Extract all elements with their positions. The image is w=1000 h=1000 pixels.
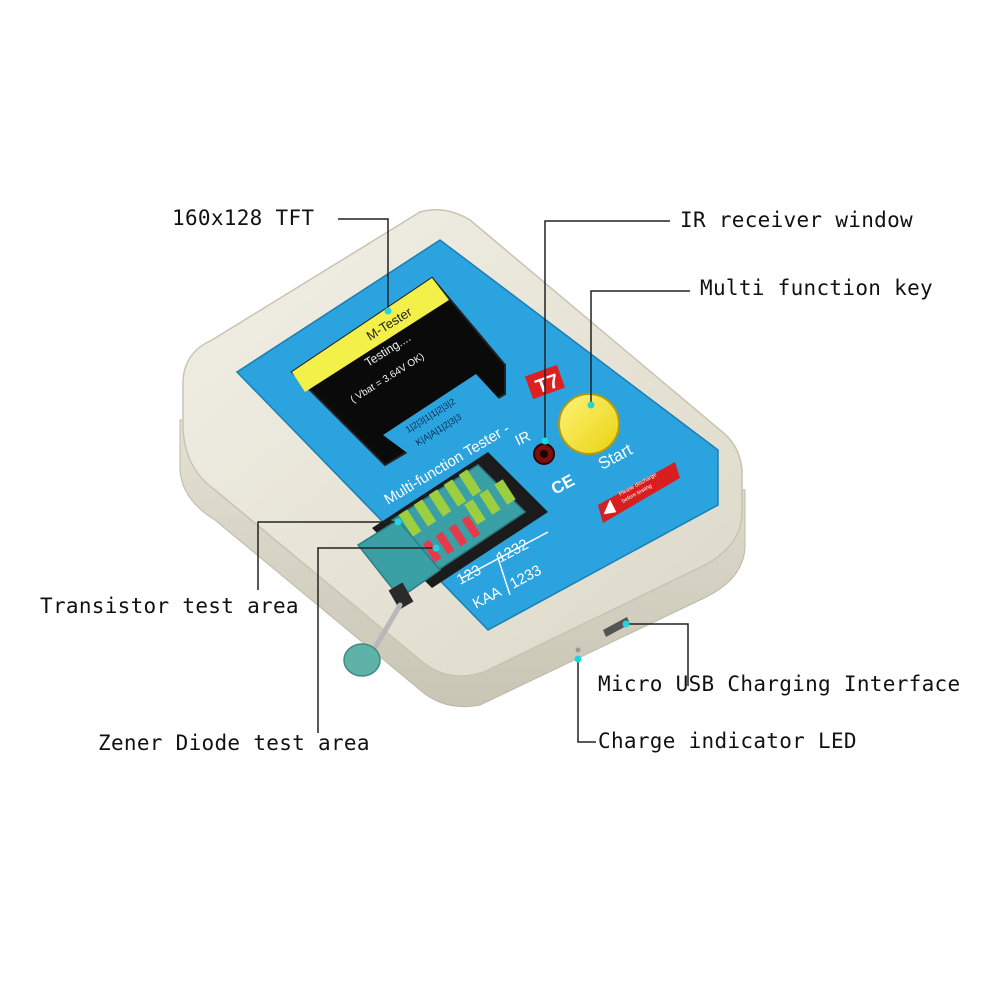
- screen-pin-box: [383, 374, 500, 455]
- multi-function-key[interactable]: [558, 393, 620, 455]
- dot-tft: [384, 307, 392, 315]
- screen-title-bar: [292, 278, 449, 392]
- leader-line-transistor: [257, 521, 397, 590]
- leader-line-key: [590, 290, 690, 404]
- leader-line-ir: [544, 220, 670, 440]
- dot-zener: [432, 544, 440, 552]
- zener-socket-pins: [422, 515, 481, 563]
- transistor-socket-pins: [398, 469, 516, 537]
- callout-transistor-test-area: Transistor test area: [40, 594, 299, 618]
- leader-line-led: [577, 659, 596, 743]
- callout-zener-diode-test-area: Zener Diode test area: [98, 731, 370, 755]
- leader-line-usb: [626, 623, 689, 686]
- callout-ir-receiver: IR receiver window: [680, 208, 913, 232]
- dot-led: [574, 655, 582, 663]
- dot-key: [587, 401, 595, 409]
- warning-icon: [603, 499, 617, 515]
- pin-label-divider-v: [496, 554, 511, 596]
- zif-lever[interactable]: [343, 602, 403, 677]
- dot-ir: [541, 437, 549, 445]
- callout-dots: [384, 307, 630, 663]
- dot-usb: [622, 620, 630, 628]
- callout-charge-led: Charge indicator LED: [598, 729, 857, 753]
- callout-multi-function-key: Multi function key: [700, 276, 933, 300]
- screen-progress-bar: [397, 436, 441, 465]
- leader-line-zener: [317, 547, 435, 733]
- dot-transistor: [394, 518, 402, 526]
- ir-receiver-window: [533, 443, 555, 465]
- charge-indicator-led: [575, 647, 581, 653]
- leader-lines: [257, 218, 690, 743]
- zif-socket[interactable]: [356, 452, 548, 610]
- leader-line-tft: [338, 218, 389, 310]
- socket-lever-base: [356, 519, 442, 600]
- callout-tft: 160x128 TFT: [172, 206, 315, 230]
- callout-micro-usb: Micro USB Charging Interface: [598, 672, 961, 696]
- pin-label-divider-h: [461, 531, 549, 579]
- ir-label: IR: [513, 428, 534, 450]
- warning-label: Please discharge before testing: [598, 462, 680, 523]
